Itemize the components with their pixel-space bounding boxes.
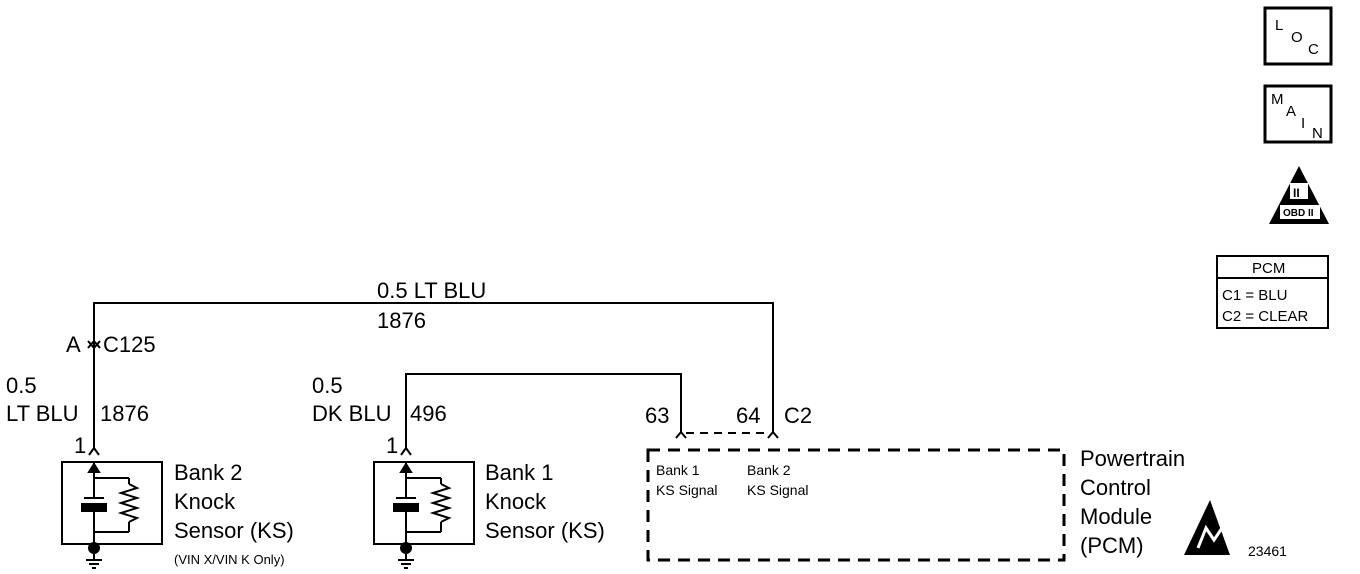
esd-warning-icon <box>1184 500 1230 555</box>
svg-text:OBD II: OBD II <box>1283 208 1314 219</box>
bank2-knock-sensor-symbol <box>61 461 163 569</box>
svg-text:M: M <box>1271 91 1284 108</box>
bank1-sensor-line3: Sensor (KS) <box>485 518 605 543</box>
pcm-label-line1: Powertrain <box>1080 446 1185 471</box>
legend-row-1: C1 = BLU <box>1222 287 1287 304</box>
bank1-knock-sensor-symbol <box>373 461 475 569</box>
svg-text:N: N <box>1312 125 1323 142</box>
pcm-connector-legend: PCM C1 = BLU C2 = CLEAR <box>1216 255 1329 329</box>
svg-text:O: O <box>1291 29 1303 46</box>
bank2-pin-arrow <box>88 446 100 456</box>
bank1-wire-circuit: 496 <box>410 401 447 426</box>
svg-text:C: C <box>1308 41 1319 58</box>
svg-text:L: L <box>1275 17 1283 34</box>
svg-text:A: A <box>1286 103 1296 120</box>
pcm-box <box>646 448 1066 562</box>
bank2-sensor-line1: Bank 2 <box>174 460 243 485</box>
pcm-input-bank2-line1: Bank 2 <box>747 462 791 478</box>
bank1-wire-gauge: 0.5 <box>312 373 343 398</box>
loc-icon[interactable]: L O C <box>1263 6 1333 66</box>
connector-c125-symbol <box>87 339 101 350</box>
c125-label: C125 <box>103 332 156 357</box>
pcm-label-line3: Module <box>1080 504 1152 529</box>
legend-row-2: C2 = CLEAR <box>1222 308 1308 325</box>
wire-top-circuit: 1876 <box>377 308 426 333</box>
pcm-label-line2: Control <box>1080 475 1151 500</box>
pcm-input-bank1-line2: KS Signal <box>656 482 717 498</box>
pcm-pin-64-arrow <box>767 430 779 439</box>
bank1-sensor-line1: Bank 1 <box>485 460 554 485</box>
bank2-sensor-note: (VIN X/VIN K Only) <box>174 552 285 567</box>
pcm-input-bank1-line1: Bank 1 <box>656 462 700 478</box>
main-icon[interactable]: M A I N <box>1263 84 1333 144</box>
pcm-connector-label: C2 <box>784 403 812 428</box>
bank2-wire-circuit: 1876 <box>100 401 149 426</box>
c125-pin-label: A <box>66 332 81 357</box>
wire-top-gauge-color: 0.5 LT BLU <box>377 278 486 303</box>
svg-text:I: I <box>1301 115 1305 132</box>
legend-title: PCM <box>1252 260 1285 277</box>
bank2-pin-label: 1 <box>74 433 86 458</box>
bank2-sensor-line2: Knock <box>174 489 236 514</box>
bank1-sensor-line2: Knock <box>485 489 547 514</box>
wire-1876 <box>93 302 774 448</box>
obd-ii-icon[interactable]: II OBD II <box>1269 166 1329 224</box>
wire-496 <box>405 373 682 448</box>
bank1-wire-color: DK BLU <box>312 401 391 426</box>
bank2-wire-color: LT BLU <box>6 401 79 426</box>
pcm-label-line4: (PCM) <box>1080 533 1144 558</box>
pcm-pin-64-label: 64 <box>736 403 760 428</box>
bank1-pin-label: 1 <box>386 433 398 458</box>
pcm-input-bank2-line2: KS Signal <box>747 482 808 498</box>
svg-text:II: II <box>1293 186 1300 200</box>
figure-number: 23461 <box>1248 543 1287 559</box>
pcm-pin-63-label: 63 <box>645 403 669 428</box>
bank2-wire-gauge: 0.5 <box>6 373 37 398</box>
bank2-sensor-line3: Sensor (KS) <box>174 518 294 543</box>
pcm-pin-63-arrow <box>675 430 687 439</box>
bank1-pin-arrow <box>400 446 412 456</box>
